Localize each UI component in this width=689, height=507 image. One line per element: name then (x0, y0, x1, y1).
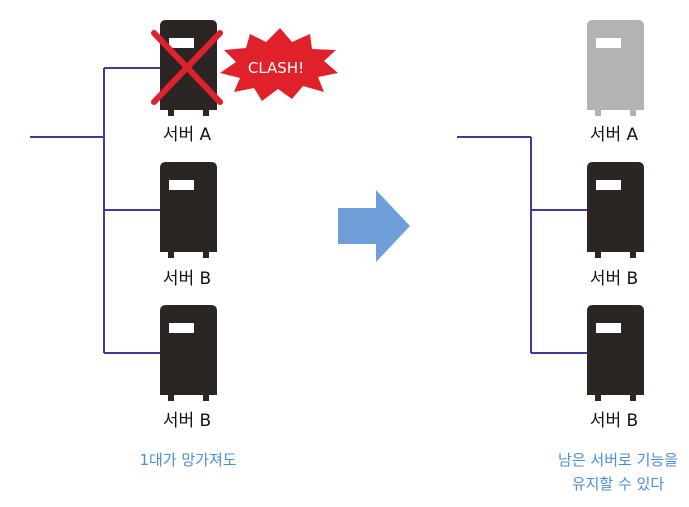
after-caption-line-1: 남은 서버로 기능을 (558, 451, 678, 469)
server-slot (596, 180, 621, 190)
before-caption: 1대가 망가져도 (139, 451, 236, 469)
before-server-a (151, 20, 223, 116)
after-server-b2 (587, 305, 644, 401)
before-network: CLASH! 서버 A 서버 B 서버 B 1대가 망가져도 (30, 20, 338, 469)
transition-arrow-icon (338, 190, 410, 262)
before-server-b1-label: 서버 B (163, 269, 211, 289)
before-server-b1 (160, 162, 217, 258)
server-icon (587, 20, 644, 116)
before-server-a-label: 서버 A (163, 125, 212, 145)
server-slot (169, 38, 194, 48)
before-server-b2 (160, 305, 217, 401)
server-slot (596, 323, 621, 333)
clash-burst-icon (220, 28, 338, 101)
before-server-b2-label: 서버 B (163, 411, 211, 431)
clash-text: CLASH! (248, 59, 304, 77)
before-wiring (30, 67, 160, 354)
server-slot (596, 38, 621, 48)
failure-x-icon (151, 30, 223, 105)
after-server-a-label: 서버 A (590, 125, 639, 145)
server-icon (587, 305, 644, 401)
after-server-a (587, 20, 644, 116)
after-network: 서버 A 서버 B 서버 B 남은 서버로 기능을 유지할 수 있다 (457, 20, 678, 493)
server-icon (160, 305, 217, 401)
server-slot (169, 180, 194, 190)
after-server-b2-label: 서버 B (590, 411, 638, 431)
server-icon (587, 162, 644, 258)
server-slot (169, 323, 194, 333)
after-wiring (457, 136, 587, 354)
after-caption-line-2: 유지할 수 있다 (572, 475, 665, 493)
after-server-b1-label: 서버 B (590, 269, 638, 289)
clash-burst: CLASH! (220, 28, 338, 101)
server-icon (160, 162, 217, 258)
after-server-b1 (587, 162, 644, 258)
